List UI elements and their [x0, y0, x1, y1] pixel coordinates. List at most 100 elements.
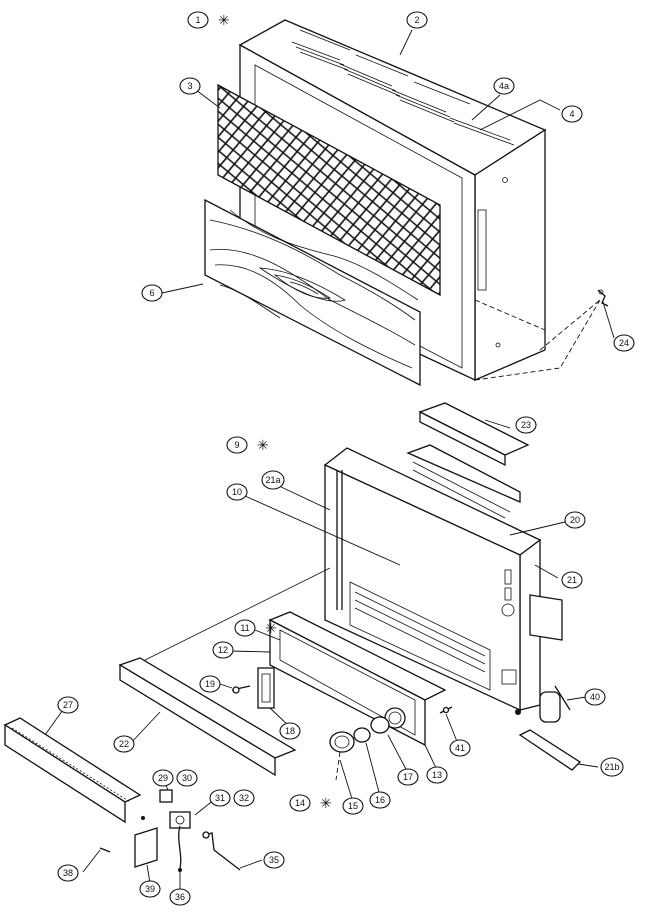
callout-4: 4 — [561, 105, 583, 123]
callout-number: 20 — [570, 515, 580, 525]
callout-22: 22 — [113, 735, 135, 753]
callout-number: 21a — [265, 475, 280, 485]
callout-number: 3 — [187, 81, 192, 91]
bracket-plate-39 — [134, 827, 158, 868]
callout-27: 27 — [57, 696, 79, 714]
wood-grain-panel — [204, 198, 421, 387]
callout-3: 3 — [179, 77, 201, 95]
callout-circle — [397, 768, 419, 786]
pilot-bracket-18 — [257, 667, 275, 709]
callout-14: 14 ✳ — [289, 794, 332, 812]
callout-circle — [226, 436, 248, 454]
callout-circle — [176, 769, 198, 787]
callout-number: 19 — [205, 679, 215, 689]
callout-circle — [209, 789, 231, 807]
callout-circle — [261, 470, 285, 490]
callout-circle — [233, 789, 255, 807]
callout-circle — [57, 696, 79, 714]
callout-number: 18 — [285, 726, 295, 736]
callout-circle — [564, 511, 586, 529]
callout-circle — [342, 797, 364, 815]
firebox-chamber — [323, 444, 563, 712]
callout-number: 11 — [240, 623, 249, 633]
callout-circle — [613, 334, 635, 352]
burner-gasket-frame-12 — [268, 611, 447, 747]
callout-number: 35 — [269, 855, 279, 865]
callout-20: 20 — [564, 511, 586, 529]
callout-11: 11✳ — [234, 619, 277, 637]
asterisk-icon: ✳ — [320, 795, 332, 811]
callout-2: 2 — [406, 11, 428, 29]
callout-1: 1✳ — [187, 11, 230, 29]
control-parts-29-32 — [141, 789, 191, 829]
tube-35 — [202, 831, 241, 871]
callout-18: 18 — [279, 722, 301, 740]
callout-29: 29 — [152, 769, 174, 787]
callout-circle — [169, 888, 191, 906]
callout-40: 40 — [584, 688, 606, 706]
screen-grille-mesh — [217, 83, 441, 297]
bottom-support-line — [134, 567, 331, 666]
callout-circle — [141, 284, 163, 302]
callout-35: 35 — [263, 851, 285, 869]
callout-41: 41 — [449, 739, 471, 757]
callout-number: 24 — [619, 338, 629, 348]
callout-circle — [584, 688, 606, 706]
callout-number: 12 — [218, 645, 228, 655]
callout-circle — [449, 739, 471, 757]
callout-number: 17 — [403, 772, 413, 782]
callout-circle — [426, 766, 448, 784]
callout-circle — [369, 791, 391, 809]
callout-38: 38 — [57, 864, 79, 882]
bottom-rail-22 — [118, 657, 297, 777]
top-baffle-23 — [418, 402, 530, 467]
callout-9: 9✳ — [226, 436, 269, 454]
callout-number: 41 — [455, 743, 465, 753]
callout-circle — [600, 757, 624, 777]
callout-number: 38 — [63, 868, 73, 878]
callout-number: 27 — [63, 700, 73, 710]
callout-number: 36 — [175, 892, 185, 902]
callout-number: 40 — [590, 692, 600, 702]
callout-number: 32 — [239, 793, 249, 803]
callout-number: 21b — [604, 762, 619, 772]
callout-32: 32 — [233, 789, 255, 807]
callout-number: 4a — [499, 81, 509, 91]
callout-number: 15 — [348, 801, 358, 811]
callout-21b: 21b — [600, 757, 624, 777]
callout-circle — [515, 416, 537, 434]
callout-12: 12 — [212, 641, 234, 659]
callout-17: 17 — [397, 768, 419, 786]
callout-circle — [139, 880, 161, 898]
screw-41 — [439, 706, 453, 714]
callout-number: 30 — [182, 773, 192, 783]
callout-6: 6 — [141, 284, 163, 302]
callout-number: 2 — [414, 15, 419, 25]
callout-circle — [561, 105, 583, 123]
callout-circle — [279, 722, 301, 740]
callout-circle — [263, 851, 285, 869]
callout-39: 39 — [139, 880, 161, 898]
callout-circle — [152, 769, 174, 787]
callout-number: 14 — [295, 798, 305, 808]
callout-circle — [179, 77, 201, 95]
callout-23: 23 — [515, 416, 537, 434]
callout-circle — [57, 864, 79, 882]
callout-13: 13 — [426, 766, 448, 784]
callout-31: 31 — [209, 789, 231, 807]
callout-10: 10 — [226, 483, 248, 501]
callout-circle — [561, 571, 583, 589]
callout-number: 6 — [149, 288, 154, 298]
callout-number: 21 — [567, 575, 577, 585]
callout-36: 36 — [169, 888, 191, 906]
callout-number: 1 — [195, 15, 200, 25]
callout-24: 24 — [613, 334, 635, 352]
callout-circle — [212, 641, 234, 659]
callout-number: 4 — [569, 109, 574, 119]
callout-circle — [406, 11, 428, 29]
louver-grille-27 — [3, 717, 142, 824]
asterisk-icon: ✳ — [257, 437, 269, 453]
callout-number: 10 — [232, 487, 242, 497]
callout-30: 30 — [176, 769, 198, 787]
